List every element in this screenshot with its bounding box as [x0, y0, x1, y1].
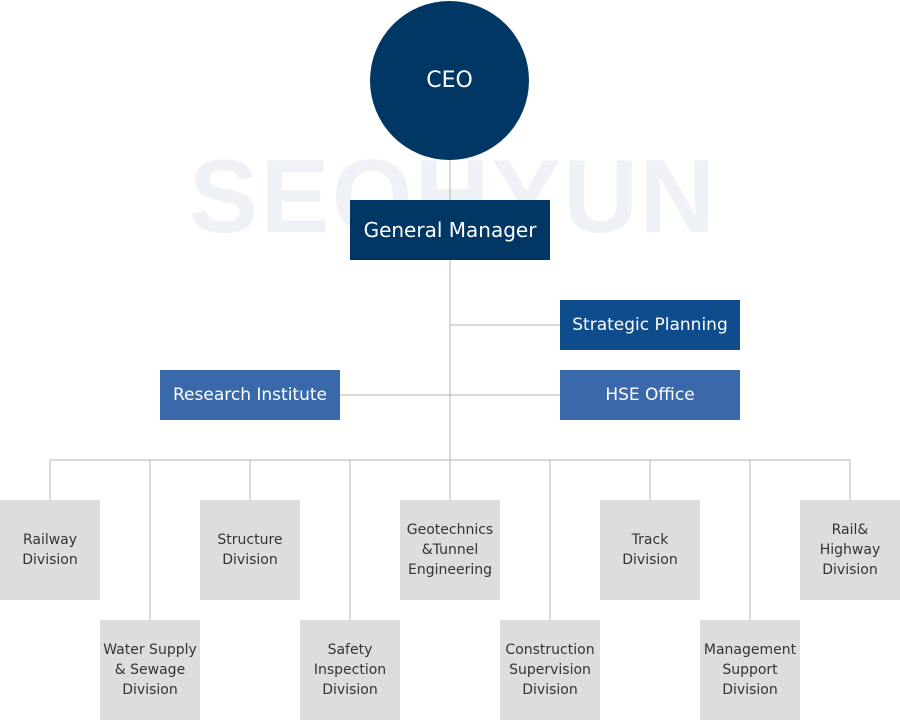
construction-supervision-division-node: Construction Supervision Division — [500, 620, 600, 720]
railway-division-node: Railway Division — [0, 500, 100, 600]
hse-office-node: HSE Office — [560, 370, 740, 420]
research-institute-node: Research Institute — [160, 370, 340, 420]
strategic-planning-node: Strategic Planning — [560, 300, 740, 350]
rail-highway-division-node: Rail& Highway Division — [800, 500, 900, 600]
safety-inspection-division-node: Safety Inspection Division — [300, 620, 400, 720]
management-support-division-node: Management Support Division — [700, 620, 800, 720]
ceo-node: CEO — [370, 1, 529, 160]
track-division-node: Track Division — [600, 500, 700, 600]
general-manager-node: General Manager — [350, 200, 550, 260]
water-supply-division-node: Water Supply & Sewage Division — [100, 620, 200, 720]
geotechnics-tunnel-node: Geotechnics &Tunnel Engineering — [400, 500, 500, 600]
structure-division-node: Structure Division — [200, 500, 300, 600]
